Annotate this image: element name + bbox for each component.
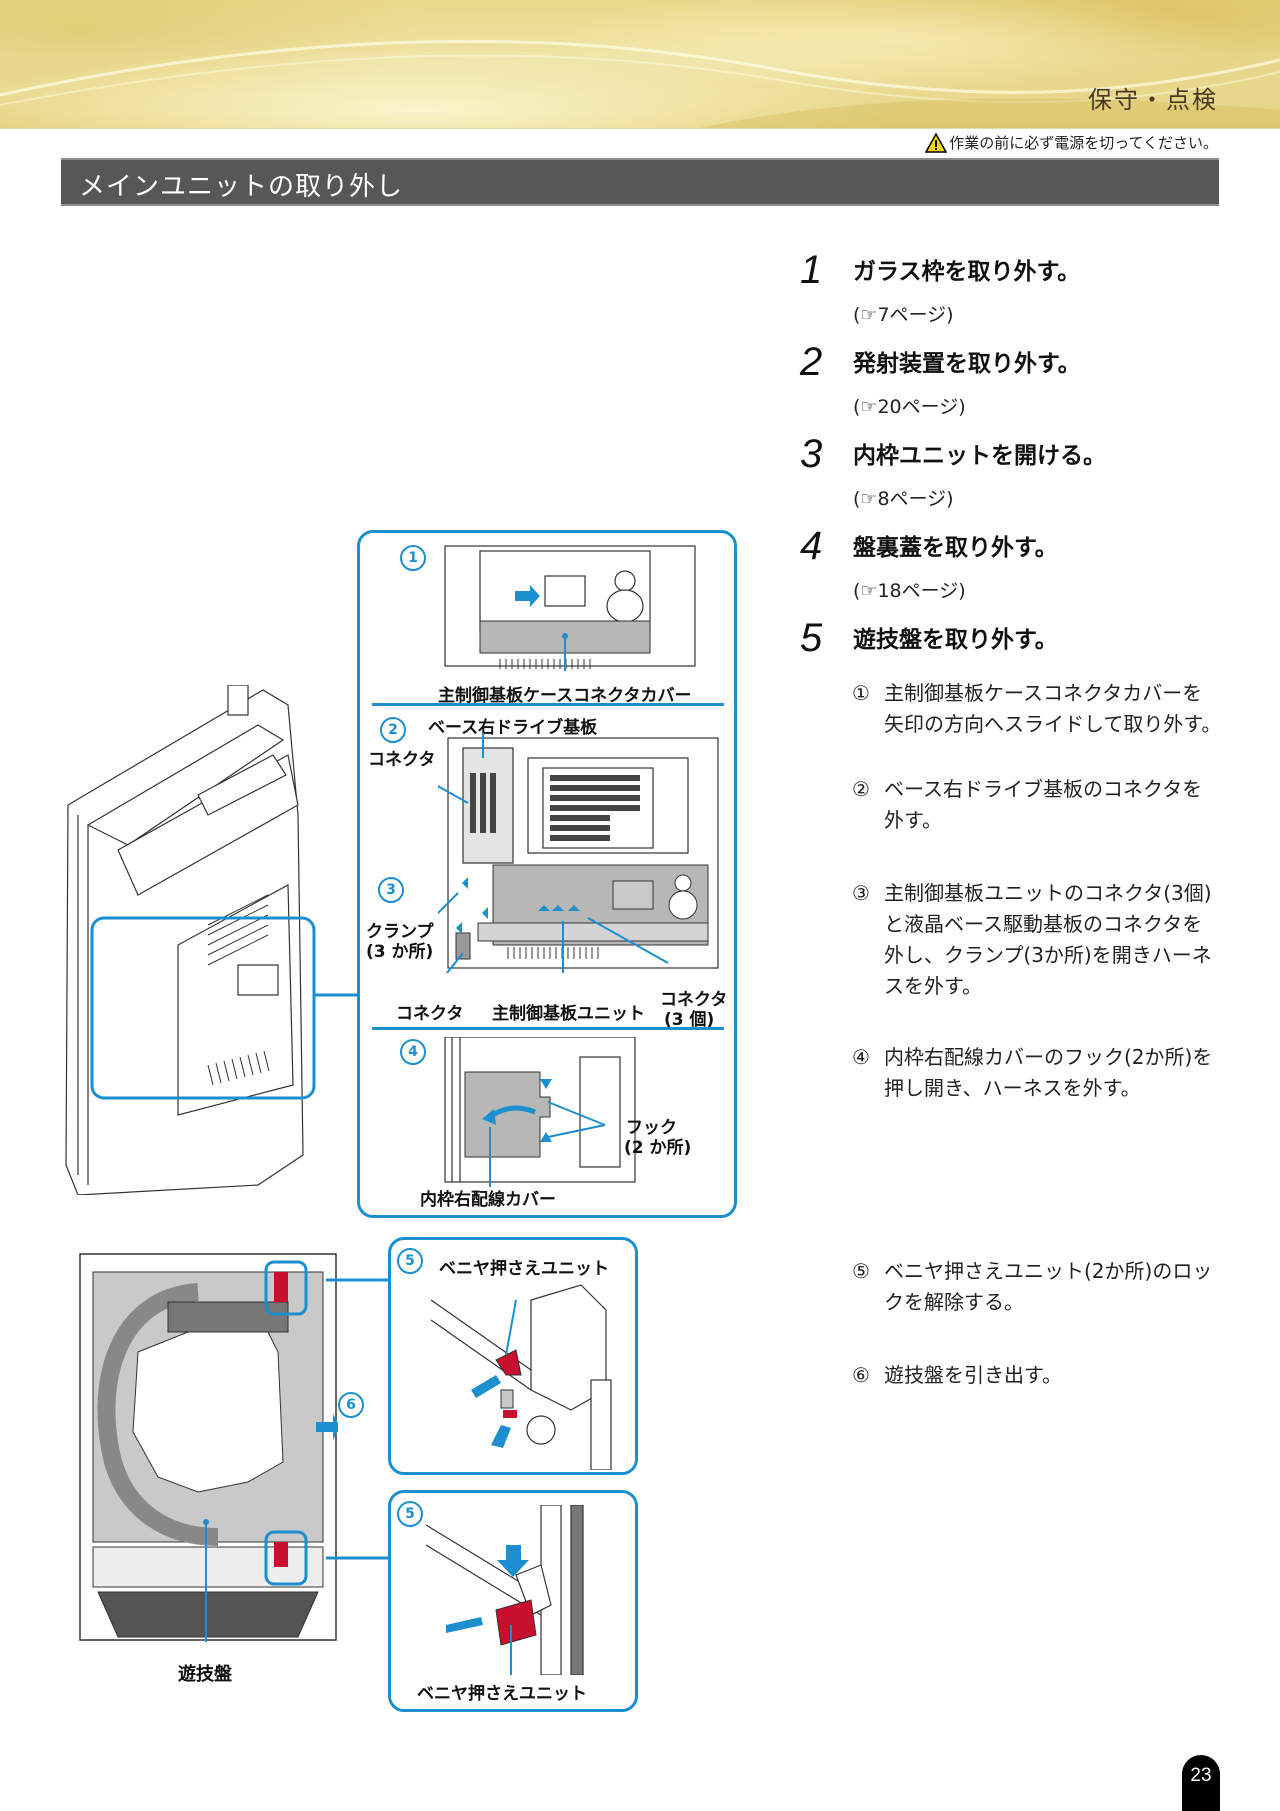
panel-number-4: 4 <box>400 1039 426 1065</box>
warning-triangle-icon <box>925 132 948 153</box>
callout-base-right-drive-board: ベース右ドライブ基板 <box>428 718 598 738</box>
substep-marker: ② <box>852 777 870 801</box>
page-reference: (☞18ページ) <box>853 580 966 602</box>
step-number: 2 <box>800 340 823 384</box>
header-banner: 保守・点検 <box>0 0 1280 129</box>
veneer-unit-unlock-illustration <box>430 1284 612 1470</box>
section-label: 保守・点検 <box>1088 86 1218 114</box>
step-title: 盤裏蓋を取り外す。 <box>853 535 1058 561</box>
callout-clamp-count: (3 か所) <box>366 942 434 962</box>
page-reference: (☞7ページ) <box>853 304 954 326</box>
callout-clamp: クランプ <box>366 922 434 942</box>
page-title: メインユニットの取り外し <box>79 172 404 202</box>
game-board-illustration <box>79 1253 338 1642</box>
detail-number: 5 <box>397 1248 423 1274</box>
step-title: ガラス枠を取り外す。 <box>853 259 1081 285</box>
substep-text: 遊技盤を引き出す。 <box>884 1363 1062 1387</box>
substep-text: 内枠右配線カバーのフック(2か所)を押し開き、ハーネスを外す。 <box>884 1045 1213 1100</box>
banner-wave-decoration <box>0 39 1280 128</box>
substep-5: ⑤ ベニヤ押さえユニット(2か所)のロックを解除する。 <box>852 1256 1222 1318</box>
wiring-cover-illustration <box>444 1037 636 1187</box>
panel-number-2: 2 <box>380 717 406 743</box>
substep-marker: ⑥ <box>852 1363 870 1387</box>
warning-notice: 作業の前に必ず電源を切ってください。 <box>925 132 1218 153</box>
callout-hook: フック <box>626 1118 677 1138</box>
substep-marker: ① <box>852 681 870 705</box>
substep-1: ① 主制御基板ケースコネクタカバーを矢印の方向へスライドして取り外す。 <box>852 678 1222 740</box>
step-number: 4 <box>800 524 823 568</box>
page-title-bar: メインユニットの取り外し <box>61 158 1219 206</box>
callout-hook-count: (2 か所) <box>624 1138 692 1158</box>
substep-text: ベニヤ押さえユニット(2か所)のロックを解除する。 <box>884 1259 1213 1314</box>
machine-overview-illustration <box>65 685 358 1195</box>
substep-text: 主制御基板ケースコネクタカバーを矢印の方向へスライドして取り外す。 <box>884 681 1222 736</box>
step-title: 発射装置を取り外す。 <box>853 351 1081 377</box>
step-title: 内枠ユニットを開ける。 <box>853 443 1106 469</box>
substep-6: ⑥ 遊技盤を引き出す。 <box>852 1360 1222 1391</box>
substep-marker: ⑤ <box>852 1259 870 1283</box>
warning-text: 作業の前に必ず電源を切ってください。 <box>949 134 1218 152</box>
callout-veneer-unit: ベニヤ押さえユニット <box>439 1259 609 1279</box>
callout-connectors-count: (3 個) <box>664 1010 715 1030</box>
step-title: 遊技盤を取り外す。 <box>853 627 1058 653</box>
callout-connector-cover: 主制御基板ケースコネクタカバー <box>438 686 692 706</box>
detail-veneer-unit-top: 5 ベニヤ押さえユニット <box>388 1237 638 1475</box>
highlight-region <box>90 916 316 1100</box>
step-number: 1 <box>800 248 823 292</box>
page-number: 23 <box>1182 1755 1220 1811</box>
panel-number-1: 1 <box>400 545 426 571</box>
substep-3: ③ 主制御基板ユニットのコネクタ(3個)と液晶ベース駆動基板のコネクタを外し、ク… <box>852 878 1222 1002</box>
detail-veneer-unit-bottom: 5 ベニヤ押さえユニット <box>388 1490 638 1712</box>
callout-veneer-unit: ベニヤ押さえユニット <box>417 1684 587 1704</box>
lock-highlight-bottom <box>264 1530 308 1586</box>
detail-connector-lines <box>326 1278 392 1560</box>
veneer-unit-lower-illustration <box>425 1505 584 1675</box>
step-number: 5 <box>800 616 823 660</box>
substep-text: 主制御基板ユニットのコネクタ(3個)と液晶ベース駆動基板のコネクタを外し、クラン… <box>884 881 1212 998</box>
pull-step-number: 6 <box>338 1392 364 1418</box>
substep-marker: ④ <box>852 1045 870 1069</box>
substep-text: ベース右ドライブ基板のコネクタを外す。 <box>884 777 1203 832</box>
push-arrow-icon <box>497 1545 529 1577</box>
game-board-label: 遊技盤 <box>178 1664 232 1685</box>
page-reference: (☞8ページ) <box>853 488 954 510</box>
callout-main-board-unit: 主制御基板ユニット <box>492 1004 645 1024</box>
pull-arrow-icon <box>316 1414 338 1440</box>
substep-4: ④ 内枠右配線カバーのフック(2か所)を押し開き、ハーネスを外す。 <box>852 1042 1222 1104</box>
panel-number-3: 3 <box>378 877 404 903</box>
connector-cover-illustration <box>444 545 696 671</box>
callout-connector: コネクタ <box>368 750 436 770</box>
step-number: 3 <box>800 432 823 476</box>
slide-arrow-icon <box>515 585 540 607</box>
substep-2: ② ベース右ドライブ基板のコネクタを外す。 <box>852 774 1222 836</box>
callout-lcd-connector: コネクタ <box>396 1004 464 1024</box>
callout-wiring-cover: 内枠右配線カバー <box>420 1190 556 1210</box>
page-reference: (☞20ページ) <box>853 396 966 418</box>
main-board-illustration <box>438 733 719 973</box>
substep-marker: ③ <box>852 881 870 905</box>
lock-highlight-top <box>264 1260 308 1316</box>
detail-number: 5 <box>397 1501 423 1527</box>
callout-connectors: コネクタ <box>660 990 728 1010</box>
detail-figure-panels: 1 主制御基板ケースコネクタカバー 2 ベース右ドライブ基板 コネクタ <box>357 530 737 1218</box>
